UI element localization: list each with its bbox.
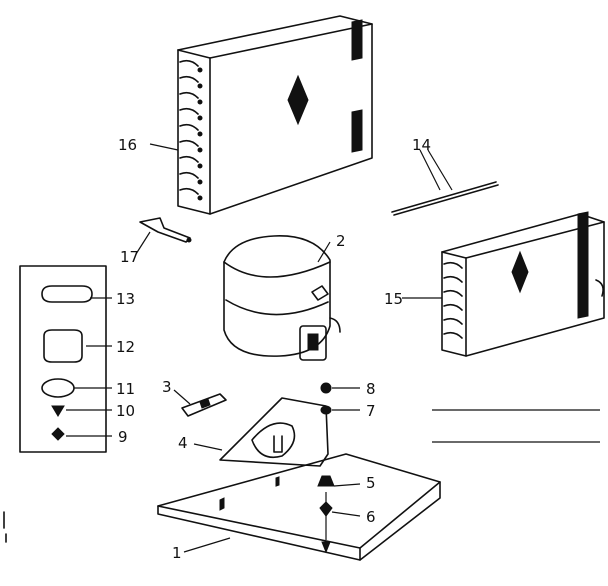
bracket-part-17: [139, 217, 192, 243]
callout-6: 6: [366, 508, 376, 526]
hardware-kit-card: [19, 265, 107, 453]
evaporator-coil-part-16: [177, 15, 373, 215]
base-pan-part-1: [157, 453, 441, 561]
tube-part-14: [391, 181, 499, 216]
callout-16: 16: [118, 136, 137, 154]
callout-2: 2: [336, 232, 346, 250]
compressor-part-2: [223, 235, 341, 361]
condenser-coil-part-15: [441, 211, 605, 357]
leader-lines: [66, 143, 453, 553]
callout-7: 7: [366, 402, 376, 420]
clip-part-3: [181, 393, 227, 417]
callout-4: 4: [178, 434, 188, 452]
callout-10: 10: [116, 402, 135, 420]
mounting-bracket-part-4: [219, 397, 329, 467]
callout-15: 15: [384, 290, 403, 308]
callout-17: 17: [120, 248, 139, 266]
edge-marks: [3, 409, 600, 543]
callout-1: 1: [172, 544, 182, 562]
callout-5: 5: [366, 474, 376, 492]
grommets-and-bolts: [317, 382, 335, 554]
callout-12: 12: [116, 338, 135, 356]
callout-13: 13: [116, 290, 135, 308]
callout-labels: 16 14 2 17 15 13 12 11 10 9 3 4 8 7 5 6 …: [116, 136, 431, 562]
callout-8: 8: [366, 380, 376, 398]
callout-9: 9: [118, 428, 128, 446]
callout-3: 3: [162, 378, 172, 396]
callout-11: 11: [116, 380, 135, 398]
callout-14: 14: [412, 136, 431, 154]
